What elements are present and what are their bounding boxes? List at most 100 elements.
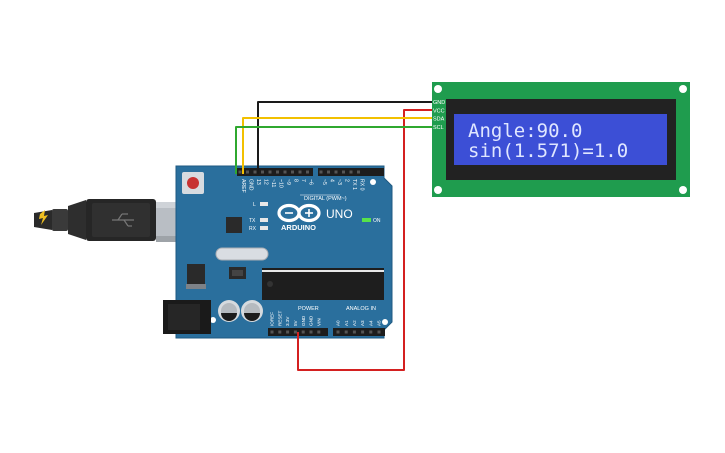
crystal-oscillator xyxy=(215,247,269,261)
power-pin-label: RESET xyxy=(277,310,282,326)
header-hole[interactable] xyxy=(293,330,297,334)
digital-pin-label: ~5 xyxy=(321,179,327,185)
power-pin-label: 5V xyxy=(293,319,298,326)
capacitor xyxy=(241,300,263,322)
arduino-logo-icon xyxy=(277,203,321,223)
digital-header[interactable] xyxy=(237,168,384,176)
dc-power-jack[interactable] xyxy=(163,300,211,334)
usb-interface-chip xyxy=(226,217,242,233)
led-rx-label: RX xyxy=(249,226,257,232)
capacitor xyxy=(218,300,240,322)
lcd-screen xyxy=(454,114,667,165)
usb-icon xyxy=(112,213,134,227)
header-hole[interactable] xyxy=(298,170,302,174)
lcd-i2c-module[interactable]: Angle:90.0 sin(1.571)=1.0 GND VCC SDA SCL xyxy=(432,82,690,197)
digital-pin-label: 13 xyxy=(255,179,261,185)
header-hole[interactable] xyxy=(369,330,373,334)
digital-pin-label: 4 xyxy=(328,179,334,182)
lcd-pin-label: VCC xyxy=(433,108,445,114)
lcd-line-1: Angle:90.0 xyxy=(468,120,582,142)
header-hole[interactable] xyxy=(352,330,356,334)
arduino-brand: ARDUINO xyxy=(281,223,316,232)
header-hole[interactable] xyxy=(357,170,360,174)
wire-scl[interactable] xyxy=(235,126,432,174)
digital-pin-label: ~11 xyxy=(270,179,276,188)
digital-pin-label: 2 xyxy=(343,179,349,182)
power-pin-label: GND xyxy=(301,315,306,326)
header-hole[interactable] xyxy=(309,330,313,334)
header-hole[interactable] xyxy=(349,170,353,174)
lcd-line-2: sin(1.571)=1.0 xyxy=(468,140,628,162)
led-tx-label: TX xyxy=(249,218,256,224)
atmega-microcontroller xyxy=(262,268,384,300)
header-hole[interactable] xyxy=(317,330,321,334)
mounting-hole xyxy=(679,186,687,194)
voltage-regulator xyxy=(187,264,205,286)
header-hole[interactable] xyxy=(283,170,287,174)
digital-pin-label: ~6 xyxy=(307,179,313,185)
header-hole[interactable] xyxy=(342,170,345,174)
header-hole[interactable] xyxy=(291,170,294,174)
wire-vcc[interactable] xyxy=(297,109,432,371)
header-hole[interactable] xyxy=(268,170,272,174)
digital-pin-label: 8 xyxy=(292,179,298,182)
analog-pin-label: A4 xyxy=(368,320,373,326)
power-label: POWER xyxy=(298,306,319,312)
header-hole[interactable] xyxy=(301,330,305,334)
wire-gnd[interactable] xyxy=(257,101,432,174)
digital-pin-label: 12 xyxy=(262,179,268,185)
analog-pin-label: A0 xyxy=(336,320,341,326)
header-hole[interactable] xyxy=(334,170,338,174)
digital-pin-label: ~9 xyxy=(285,179,291,185)
power-pin-label: GND xyxy=(309,315,314,326)
wire-sda[interactable] xyxy=(242,117,432,174)
analog-label: ANALOG IN xyxy=(346,306,376,312)
mounting-hole xyxy=(434,85,442,93)
header-hole[interactable] xyxy=(261,170,264,174)
header-hole[interactable] xyxy=(319,170,323,174)
header-hole[interactable] xyxy=(286,330,290,334)
mounting-hole xyxy=(434,186,442,194)
power-pin-label: VIN xyxy=(316,318,321,326)
header-hole[interactable] xyxy=(253,170,257,174)
digital-pin-label: TX 1 xyxy=(351,179,357,190)
lcd-pin-label: SCL xyxy=(433,125,444,131)
analog-pin-label: A2 xyxy=(352,320,357,326)
digital-pin-label: RX 0 xyxy=(358,179,364,191)
analog-pin-label: A5 xyxy=(377,320,382,326)
header-hole[interactable] xyxy=(336,330,340,334)
led-on xyxy=(362,218,371,222)
header-hole[interactable] xyxy=(238,170,242,174)
reset-button[interactable] xyxy=(182,172,204,194)
lcd-pin-label: GND xyxy=(433,100,445,106)
led-tx xyxy=(260,218,268,222)
header-hole[interactable] xyxy=(361,330,365,334)
header-hole[interactable] xyxy=(276,170,279,174)
header-hole[interactable] xyxy=(270,330,274,334)
arduino-model: UNO xyxy=(326,207,353,221)
digital-pin-label: GND xyxy=(247,179,253,191)
lcd-pin-label: SDA xyxy=(433,117,445,123)
mounting-hole xyxy=(679,85,687,93)
analog-header[interactable] xyxy=(333,328,385,336)
led-rx xyxy=(260,226,268,230)
led-l xyxy=(260,202,268,206)
digital-pin-label: ~10 xyxy=(277,179,283,188)
digital-pin-label: AREF xyxy=(240,179,246,193)
led-on-label: ON xyxy=(373,218,381,224)
header-hole[interactable] xyxy=(306,170,309,174)
power-pin-label: 3.3V xyxy=(285,316,290,326)
header-hole[interactable] xyxy=(246,170,249,174)
header-hole[interactable] xyxy=(344,330,348,334)
digital-pin-label: 7 xyxy=(300,179,306,182)
header-hole[interactable] xyxy=(327,170,330,174)
power-pin-label: IOREF xyxy=(270,312,275,326)
analog-pin-label: A1 xyxy=(344,320,349,326)
mounting-hole xyxy=(382,319,388,325)
mounting-hole xyxy=(210,317,216,323)
header-hole[interactable] xyxy=(377,330,381,334)
header-hole[interactable] xyxy=(278,330,282,334)
analog-pin-label: A3 xyxy=(360,320,365,326)
